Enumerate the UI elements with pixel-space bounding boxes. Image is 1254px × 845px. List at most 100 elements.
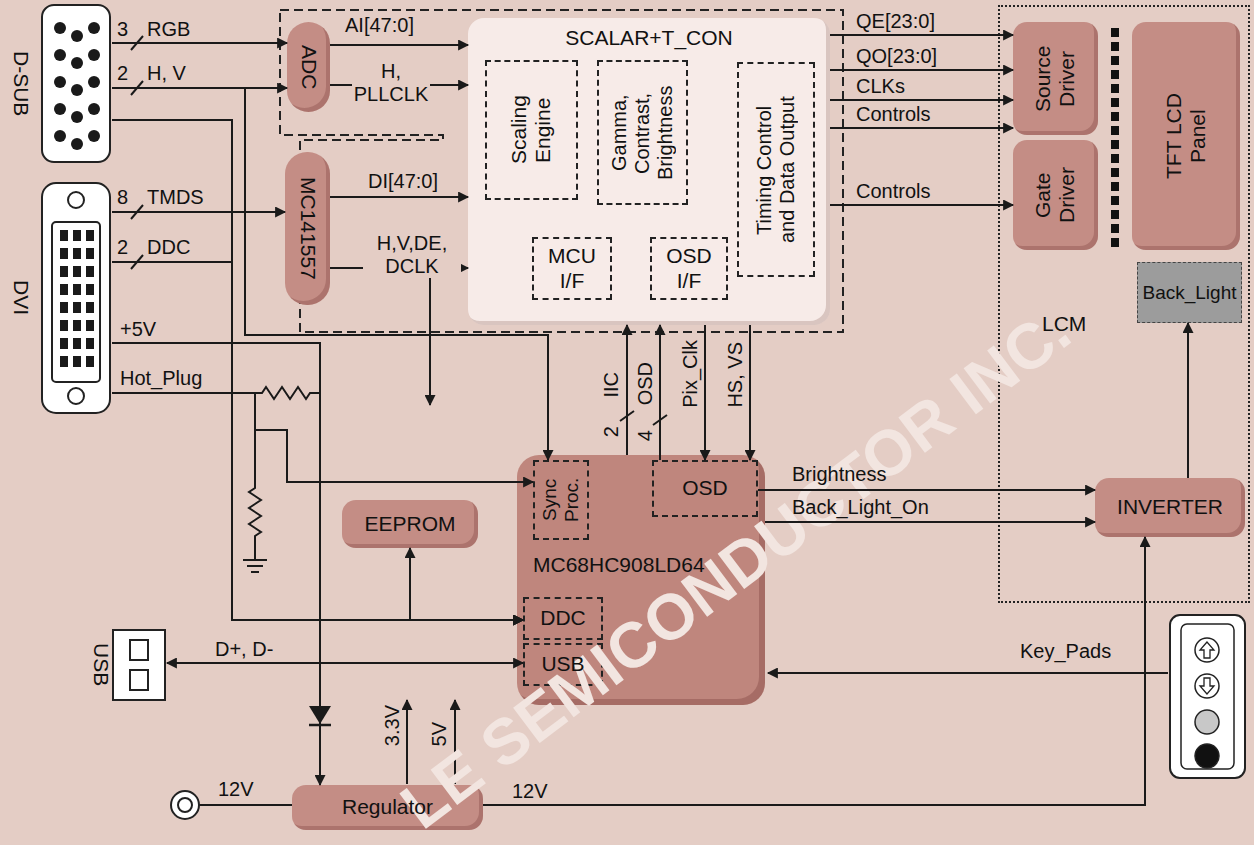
keypad-housing xyxy=(1170,615,1245,778)
node-text: INVERTER xyxy=(1117,495,1223,519)
gamma-block: Gamma, Contrast, Brightness xyxy=(597,60,688,205)
pin-dot xyxy=(73,302,81,313)
signal-label: QE[23:0] xyxy=(856,10,935,33)
pin-dot xyxy=(88,22,100,34)
voltage-label: 3.3V xyxy=(381,705,404,746)
power-jack-pin xyxy=(178,798,192,812)
signal-connector xyxy=(112,343,320,785)
osd-block: OSD xyxy=(652,460,758,517)
pin-dot xyxy=(60,284,68,295)
pin-dot xyxy=(88,103,100,115)
signal-label: QO[23:0] xyxy=(856,45,937,68)
signal-connector xyxy=(704,325,706,460)
diode-symbol xyxy=(309,706,331,724)
bus-width: 8 xyxy=(117,186,128,209)
hotplug-pullup-resistor xyxy=(255,387,320,399)
power-jack-wire xyxy=(199,804,292,806)
pin-dot xyxy=(86,230,94,241)
pin-dot xyxy=(60,266,68,277)
signal-label: 12V xyxy=(512,780,548,803)
pin-dot xyxy=(60,338,68,349)
usb-contact xyxy=(130,640,148,660)
signal-label: Brightness xyxy=(792,463,887,486)
signal-connector xyxy=(330,44,468,46)
signal-label: HS, VS xyxy=(724,342,747,408)
bus-width: 4 xyxy=(634,430,657,441)
pin-dot xyxy=(86,302,94,313)
node-text: Gate Driver xyxy=(1031,147,1079,243)
node-text: TFT LCD Panel xyxy=(1162,81,1210,191)
test-output-wire xyxy=(429,270,431,405)
node-text: DDC xyxy=(540,606,586,630)
pin-dot xyxy=(54,130,66,142)
scalar-box: SCALAR+T_CONScaling EngineGamma, Contras… xyxy=(468,18,830,325)
pin-dot xyxy=(86,338,94,349)
pin-dot xyxy=(71,30,83,42)
pin-dot xyxy=(88,130,100,142)
pin-dot xyxy=(71,138,83,150)
dvi-pins xyxy=(60,230,94,367)
pin-dot xyxy=(71,111,83,123)
dsub-pins xyxy=(54,22,100,150)
pin-dot xyxy=(54,103,66,115)
pin-dot xyxy=(60,356,68,367)
panel-connector-bar xyxy=(1111,28,1119,250)
node-text: Scaling Engine xyxy=(507,71,555,189)
pin-dot xyxy=(54,22,66,34)
pin-dot xyxy=(88,49,100,61)
pin-dot xyxy=(71,84,83,96)
voltage-label: 5V xyxy=(428,722,451,746)
node-text: OSD I/F xyxy=(657,244,721,292)
pin-dot xyxy=(73,266,81,277)
signal-label: H,V,DE, DCLK xyxy=(363,232,461,278)
gate-driver: Gate Driver xyxy=(1013,140,1098,250)
key-down xyxy=(1195,674,1219,698)
signal-connector xyxy=(112,120,523,620)
backlight-box: Back_Light xyxy=(1137,262,1242,323)
engine-block: Scaling Engine xyxy=(485,60,578,200)
pin-dot xyxy=(88,76,100,88)
pin-dot xyxy=(73,320,81,331)
signal-connector xyxy=(112,393,533,482)
node-text: MC141557 xyxy=(295,164,319,294)
signal-label: DI[47:0] xyxy=(368,170,438,193)
pin-dot xyxy=(86,356,94,367)
power-jack xyxy=(171,791,199,819)
voltage-label: 12V xyxy=(218,778,254,801)
signal-label: Key_Pads xyxy=(1020,640,1111,663)
node-text: Source Driver xyxy=(1031,29,1079,129)
signal-connector xyxy=(410,548,523,620)
pin-dot xyxy=(86,266,94,277)
pin-dot xyxy=(73,356,81,367)
dsub-connector-body xyxy=(42,5,110,162)
signal-connector xyxy=(330,196,468,198)
pin-dot xyxy=(54,76,66,88)
dashed-region xyxy=(280,10,843,332)
timing-block: Timing Control and Data Output xyxy=(737,62,815,277)
signal-connector xyxy=(1187,323,1189,478)
keypad-wire xyxy=(768,672,1168,674)
signal-label: Pix_Clk xyxy=(679,340,702,408)
signal-label: OSD xyxy=(634,362,657,405)
signal-label: H, PLLCLK xyxy=(352,60,430,106)
node-text: Gamma, Contrast, Brightness xyxy=(608,69,677,197)
node-text: MC68HC908LD64 xyxy=(533,553,705,577)
bus-width: 2 xyxy=(117,62,128,85)
node-text: USB xyxy=(541,652,584,676)
signal-label: Back_Light_On xyxy=(792,496,929,519)
source-driver: Source Driver xyxy=(1013,22,1098,135)
usb-contact xyxy=(130,670,148,690)
node-text: LCM xyxy=(1042,312,1086,336)
signal-connector xyxy=(830,34,1013,36)
dvi-pin-block xyxy=(52,222,100,382)
signal-label: IIC xyxy=(600,372,623,398)
pin-dot xyxy=(73,230,81,241)
signal-connector xyxy=(659,325,661,460)
osd-if-block: OSD I/F xyxy=(650,237,728,300)
signal-label: Controls xyxy=(856,103,930,126)
lcd-panel: TFT LCD Panel xyxy=(1132,22,1240,250)
node-text: EEPROM xyxy=(364,512,455,536)
node-text: OSD xyxy=(682,476,728,500)
signal-connector xyxy=(112,87,287,89)
signal-label: RGB xyxy=(147,18,190,41)
